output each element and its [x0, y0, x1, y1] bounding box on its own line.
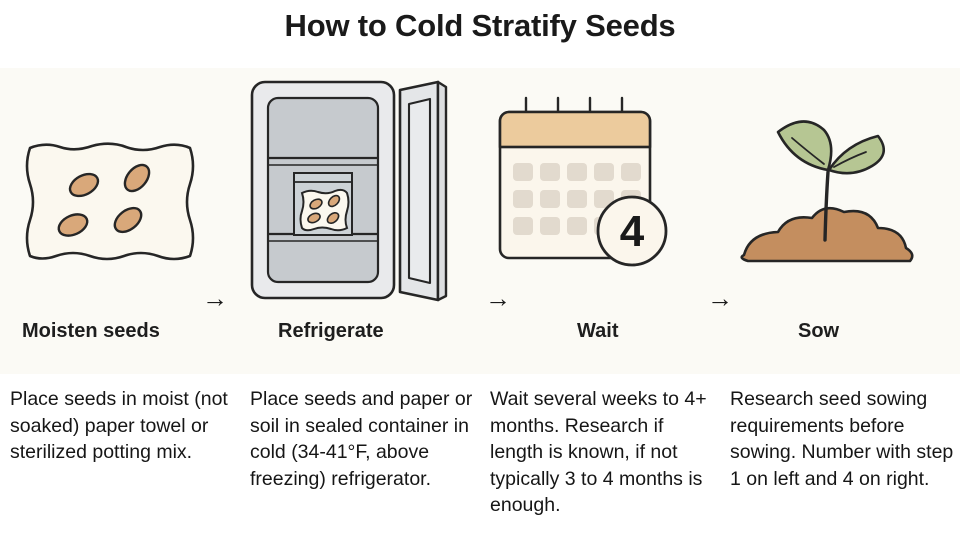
- step-1-column: Moisten seeds: [0, 68, 240, 374]
- step-3-column: 4 Wait: [480, 68, 720, 374]
- step-4-label: Sow: [798, 320, 840, 342]
- seedling-sprout-icon: [720, 68, 960, 318]
- calendar-badge-number: 4: [620, 207, 645, 256]
- step-1-description: Place seeds in moist (not soaked) paper …: [10, 388, 228, 463]
- illustration-band: Moisten seeds: [0, 68, 960, 374]
- step-1-label: Moisten seeds: [22, 320, 160, 342]
- step-3-label: Wait: [577, 320, 619, 342]
- step-arrow-1: →: [202, 283, 228, 313]
- refrigerator-icon: [240, 68, 480, 318]
- step-4-description: Research seed sowing requirements before…: [730, 388, 954, 490]
- description-row: Place seeds in moist (not soaked) paper …: [0, 386, 960, 540]
- step-2-label: Refrigerate: [278, 320, 384, 342]
- step-2-column: Refrigerate: [240, 68, 480, 374]
- step-3-description: Wait several weeks to 4+ months. Researc…: [490, 388, 707, 516]
- step-arrow-2: →: [485, 283, 511, 313]
- step-4-column: Sow: [720, 68, 960, 374]
- calendar-icon: 4: [480, 68, 720, 318]
- paper-towel-with-seeds-icon: [0, 68, 240, 318]
- step-arrow-3: →: [707, 283, 733, 313]
- step-2-description: Place seeds and paper or soil in sealed …: [250, 388, 473, 490]
- page-title: How to Cold Stratify Seeds: [284, 8, 676, 43]
